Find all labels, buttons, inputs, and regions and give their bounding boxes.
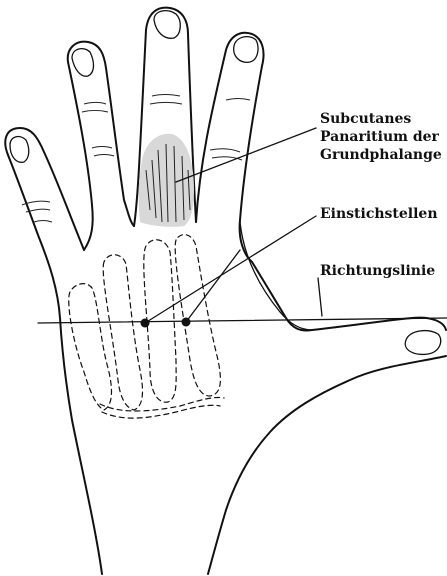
leader-einstich-1 [145,216,316,323]
leader-einstich-2 [186,250,240,322]
metacarpal-5 [69,284,112,410]
label-einstichstellen: Einstichstellen [320,206,438,222]
little-finger-nail [10,137,29,163]
label-richtungslinie: Richtungslinie [320,263,435,279]
ring-finger-nail [72,49,94,77]
label-panaritium-line1: Subcutanes [320,111,411,127]
carpal-outline [100,397,224,411]
thumb-nail [405,331,441,355]
hand-outline [5,8,446,574]
middle-finger-nail [154,11,180,39]
little-finger [5,128,84,250]
hand-left-edge [8,155,102,574]
leader-richtung [318,278,322,316]
index-finger-nail [234,37,258,63]
index-finger [196,33,264,262]
label-panaritium-line3: Grundphalange [320,147,442,163]
metacarpal-4 [103,255,142,410]
metacarpal-2 [175,235,220,396]
panaritium-area [139,134,194,227]
carpal-outline-2 [102,405,220,418]
web-little-ring [84,205,93,250]
leader-panaritium [176,128,316,182]
thenar-contour [240,222,312,330]
finger-nails [10,11,258,163]
thumb-lower-edge [208,356,446,574]
label-panaritium-line2: Panaritium der [320,129,440,145]
ring-finger [68,42,134,226]
